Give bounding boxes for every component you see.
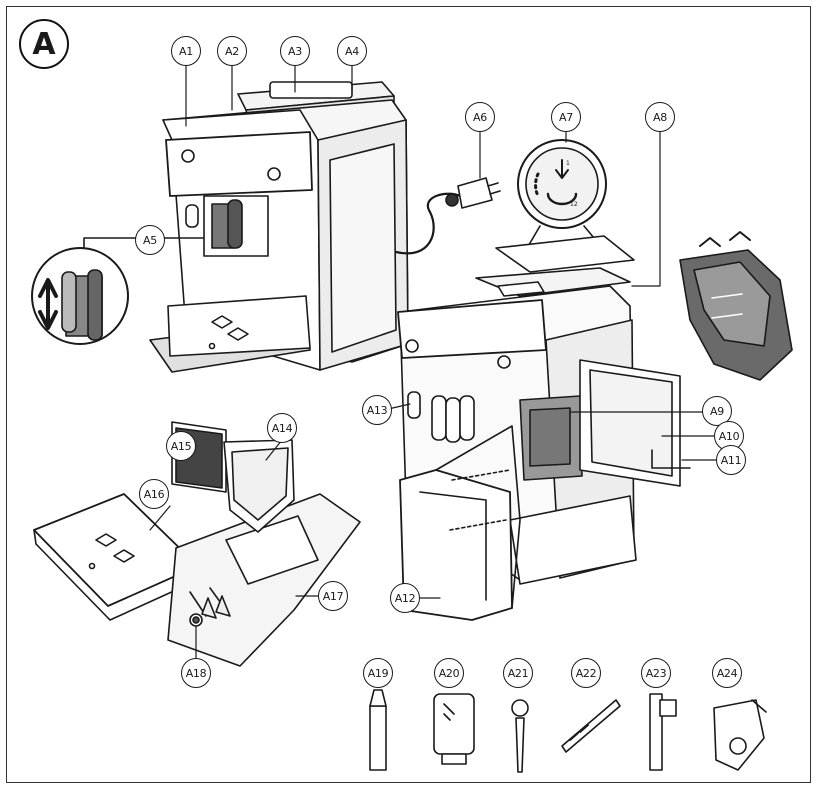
section-letter-badge: A [19,19,69,69]
callout-a1: A1 [171,36,201,66]
callout-a7: A7 [551,102,581,132]
callout-a15: A15 [166,431,196,461]
accessories [369,689,767,773]
callout-a18: A18 [181,658,211,688]
callout-a21: A21 [503,658,533,688]
callout-a5: A5 [135,225,165,255]
dial-mark-1: 1 [566,160,570,167]
water-tank [399,425,521,621]
callout-a14: A14 [267,413,297,443]
callout-a24: A24 [712,658,742,688]
callout-a20: A20 [434,658,464,688]
callout-a11: A11 [716,445,746,475]
callout-a3: A3 [280,36,310,66]
dial-mark-12: 12 [570,201,578,208]
callout-a12: A12 [390,583,420,613]
callout-a8: A8 [645,102,675,132]
spout-zoom-inset [31,237,205,345]
callout-a23: A23 [641,658,671,688]
callout-a16: A16 [139,479,169,509]
callout-a13: A13 [362,395,392,425]
grind-dial-inset: 1 12 [517,139,607,261]
callout-a4: A4 [337,36,367,66]
power-cord [394,177,501,255]
callout-a2: A2 [217,36,247,66]
callout-a19: A19 [363,658,393,688]
coffee-machine-front [149,81,409,373]
drip-tray-assembly [33,421,361,667]
brew-group [679,231,793,381]
figure-frame [6,6,811,783]
callout-a17: A17 [318,581,348,611]
callout-a22: A22 [571,658,601,688]
callout-a6: A6 [465,102,495,132]
